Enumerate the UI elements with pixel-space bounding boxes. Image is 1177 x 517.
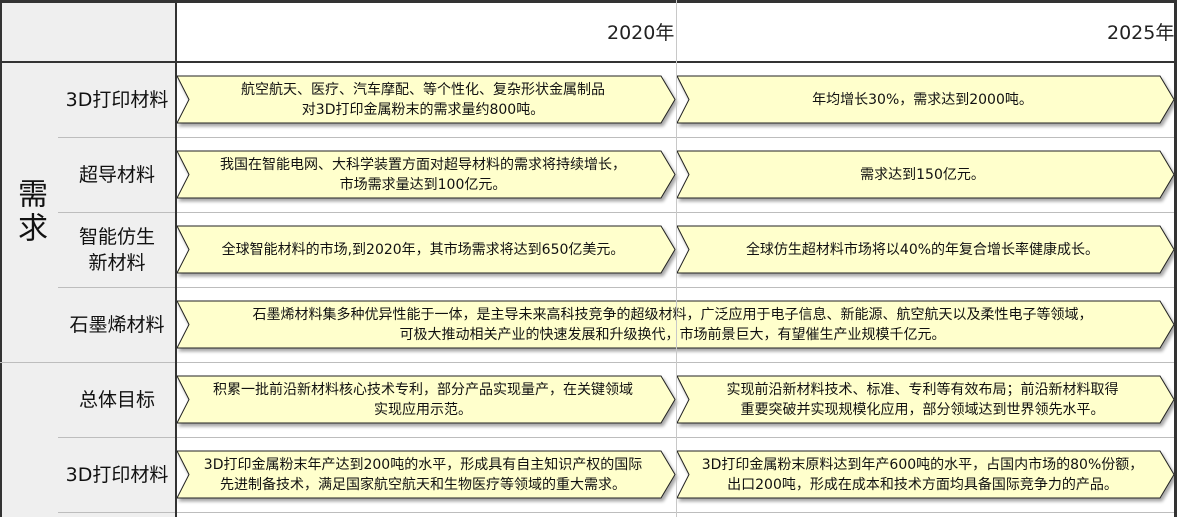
- arrow-2025: 全球仿生超材料市场将以40%的年复合增长率健康成长。: [676, 225, 1175, 274]
- arrow-text: 石墨烯材料集多种优异性能于一体，是主导未来高科技竞争的超级材料，广泛应用于电子信…: [252, 306, 1093, 343]
- arrow-2025: 实现前沿新材料技术、标准、专利等有效布局；前沿新材料取得 重要突破并实现规模化应…: [676, 375, 1175, 424]
- arrow-2020: 3D打印金属粉末年产达到200吨的水平，形成具有自主知识产权的国际 先进制备技术…: [176, 450, 676, 499]
- arrow-shape: [676, 225, 1175, 274]
- row-label: 3D打印材料: [65, 88, 169, 111]
- arrow-text: 航空航天、医疗、汽车摩配、等个性化、复杂形状金属制品 对3D打印金属粉末的需求量…: [241, 81, 605, 118]
- row-label: 总体目标: [78, 388, 155, 411]
- header-corner: [0, 0, 176, 62]
- frame-left: [0, 0, 2, 517]
- arrow-2025: 需求达到150亿元。: [676, 150, 1175, 199]
- arrow-shape: [676, 450, 1175, 499]
- arrow-shape: [176, 150, 676, 199]
- arrow-text: 需求达到150亿元。: [860, 166, 985, 183]
- arrow-shape: [176, 450, 676, 499]
- year-2020-label: 2020年: [607, 22, 675, 44]
- frame-right: [1174, 0, 1177, 517]
- arrow-text: 实现前沿新材料技术、标准、专利等有效布局；前沿新材料取得 重要突破并实现规模化应…: [726, 381, 1119, 418]
- arrow-2020: 我国在智能电网、大科学装置方面对超导材料的需求将持续增长， 市场需求量达到100…: [176, 150, 676, 199]
- arrow-shape: [176, 375, 676, 424]
- row-label: 智能仿生 新材料: [78, 225, 155, 274]
- arrow-text: 年均增长30%，需求达到2000吨。: [812, 91, 1033, 108]
- frame-top: [0, 0, 1177, 3]
- arrow-text: 全球智能材料的市场,到2020年，其市场需求将达到650亿美元。: [221, 241, 625, 258]
- arrow-shape: [176, 300, 1175, 349]
- arrow-shape: [676, 150, 1175, 199]
- arrow-span: 石墨烯材料集多种优异性能于一体，是主导未来高科技竞争的超级材料，广泛应用于电子信…: [176, 300, 1175, 349]
- category-demand: 需求: [12, 178, 47, 246]
- row-divider: [58, 137, 1176, 138]
- arrow-shape: [176, 225, 676, 274]
- arrow-shape: [676, 375, 1175, 424]
- row-divider: [58, 287, 1176, 288]
- row-label: 超导材料: [78, 163, 155, 186]
- arrow-2020: 全球智能材料的市场,到2020年，其市场需求将达到650亿美元。: [176, 225, 676, 274]
- label-divider: [175, 0, 177, 517]
- arrow-2020: 积累一批前沿新材料核心技术专利，部分产品实现量产，在关键领域 实现应用示范。: [176, 375, 676, 424]
- row-divider: [58, 212, 1176, 213]
- row-label: 石墨烯材料: [69, 313, 165, 336]
- row-divider: [58, 512, 1176, 513]
- arrow-text: 全球仿生超材料市场将以40%的年复合增长率健康成长。: [745, 241, 1100, 258]
- row-divider: [58, 362, 1176, 363]
- year-2025-label: 2025年: [1107, 22, 1175, 44]
- row-divider: [58, 437, 1176, 438]
- header-divider: [0, 61, 1177, 63]
- header-years: [177, 0, 1177, 62]
- arrow-2025: 3D打印金属粉末原料达到年产600吨的水平，占国内市场的80%份额， 出口200…: [676, 450, 1175, 499]
- category-column: [0, 62, 58, 517]
- category-divider: [0, 362, 58, 363]
- arrow-shape: [176, 75, 676, 124]
- arrow-text: 3D打印金属粉末年产达到200吨的水平，形成具有自主知识产权的国际 先进制备技术…: [203, 456, 643, 493]
- year-divider: [676, 0, 677, 517]
- arrow-2025: 年均增长30%，需求达到2000吨。: [676, 75, 1175, 124]
- arrow-text: 我国在智能电网、大科学装置方面对超导材料的需求将持续增长， 市场需求量达到100…: [220, 156, 626, 193]
- arrow-text: 积累一批前沿新材料核心技术专利，部分产品实现量产，在关键领域 实现应用示范。: [213, 381, 633, 418]
- arrow-2020: 航空航天、医疗、汽车摩配、等个性化、复杂形状金属制品 对3D打印金属粉末的需求量…: [176, 75, 676, 124]
- arrow-shape: [676, 75, 1175, 124]
- arrow-text: 3D打印金属粉末原料达到年产600吨的水平，占国内市场的80%份额， 出口200…: [701, 456, 1144, 493]
- row-label: 3D打印材料: [65, 463, 169, 486]
